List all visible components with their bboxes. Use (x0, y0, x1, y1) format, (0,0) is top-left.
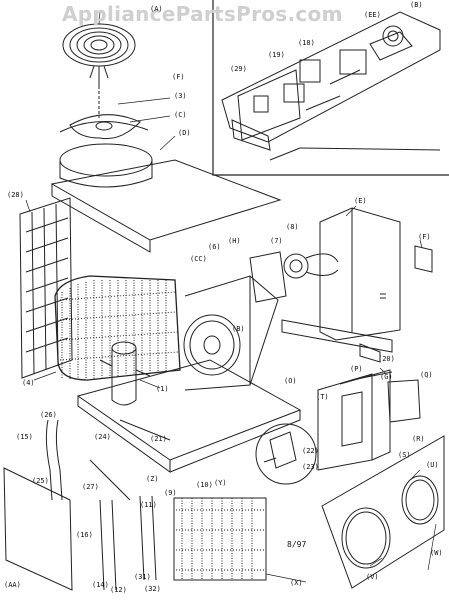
leader-lines (25, 11, 437, 583)
callout-b: (B) (232, 325, 245, 333)
callout-19: (19) (268, 51, 285, 59)
callout-f: (F) (418, 233, 431, 241)
callout-u: (U) (426, 461, 439, 469)
fan-blade (59, 114, 149, 140)
callout-h: (H) (228, 237, 241, 245)
motor-assembly (249, 251, 339, 303)
base-pan (76, 359, 302, 473)
date-code: 8/97 (287, 540, 307, 549)
callout-z: (Z) (146, 475, 159, 483)
blower-wheel (183, 275, 279, 391)
bottom-coil (173, 497, 267, 581)
callout-8: (8) (286, 223, 299, 231)
callout-w: (W) (430, 549, 443, 557)
callout-t: (T) (316, 393, 329, 401)
callout-9: (9) (164, 489, 177, 497)
callout-6: (6) (208, 243, 221, 251)
callout-d: (D) (178, 129, 191, 137)
access-panel (319, 207, 401, 341)
detail-magnifier (255, 423, 317, 485)
callout-1: (1) (156, 385, 169, 393)
callout-23: (23) (302, 463, 319, 471)
callout-o: (O) (284, 377, 297, 385)
callout-3: (3) (174, 92, 187, 100)
callout-24: (24) (94, 433, 111, 441)
callout-16: (16) (76, 531, 93, 539)
callout-12: (12) (110, 586, 127, 594)
callout-c: (C) (174, 111, 187, 119)
callout-s: (S) (398, 451, 411, 459)
callout-25: (25) (32, 477, 49, 485)
callout-b-top: (B) (410, 1, 423, 9)
side-panel-q (387, 379, 421, 423)
fan-guard (62, 23, 136, 118)
callout-29: (29) (230, 65, 247, 73)
callout-v: (V) (366, 573, 379, 581)
callout-27: (27) (82, 483, 99, 491)
terminal-rail (281, 319, 393, 363)
top-cover (50, 143, 282, 253)
callout-18: (18) (298, 39, 315, 47)
small-cover (414, 245, 433, 273)
callout-15: (15) (16, 433, 33, 441)
callout-22: (22) (302, 447, 319, 455)
callout-11: (11) (140, 501, 157, 509)
grille-panel (19, 197, 73, 379)
callout-10: (10) (196, 481, 213, 489)
control-box (317, 369, 393, 471)
front-panel (321, 435, 445, 589)
callout-g: (G) (380, 373, 393, 381)
callout-y: (Y) (214, 479, 227, 487)
callout-26: (26) (40, 411, 57, 419)
callout-7: (7) (270, 237, 283, 245)
callout-14: (14) (92, 581, 109, 589)
callout-cc: (CC) (190, 255, 207, 263)
callout-28: (28) (7, 191, 24, 199)
callout-f-top: (F) (172, 73, 185, 81)
callout-q: (Q) (420, 371, 433, 379)
callout-4: (4) (22, 379, 35, 387)
compressor (99, 341, 151, 406)
condenser-coil (54, 275, 181, 381)
watermark-text: AppliancePartsPros.com (62, 2, 343, 26)
callout-x: (X) (290, 579, 303, 587)
callout-a: (A) (150, 5, 163, 13)
callout-e: (E) (354, 197, 367, 205)
side-panel-aa (3, 419, 171, 591)
callout-aa: (AA) (4, 581, 21, 589)
callout-r: (R) (412, 435, 425, 443)
callout-21: (21) (150, 435, 167, 443)
callout-31: (31) (134, 573, 151, 581)
callout-20: (20) (378, 355, 395, 363)
callout-ee: (EE) (364, 11, 381, 19)
control-box-inset (212, 0, 449, 176)
callout-p: (P) (350, 365, 363, 373)
callout-32: (32) (144, 585, 161, 593)
